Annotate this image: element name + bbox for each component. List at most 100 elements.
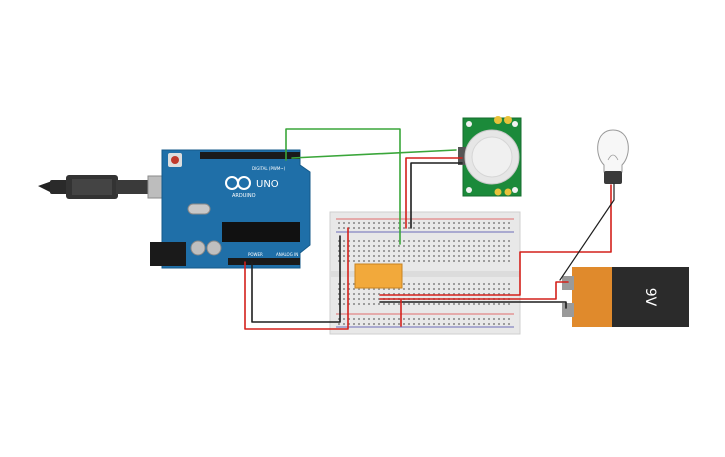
breadboard-hole[interactable] [498, 260, 500, 262]
breadboard-hole[interactable] [458, 245, 460, 247]
breadboard-hole[interactable] [363, 323, 365, 325]
breadboard-hole[interactable] [398, 288, 400, 290]
breadboard-hole[interactable] [348, 222, 350, 224]
breadboard-hole[interactable] [383, 227, 385, 229]
breadboard-hole[interactable] [378, 298, 380, 300]
breadboard-hole[interactable] [403, 283, 405, 285]
breadboard-hole[interactable] [463, 288, 465, 290]
breadboard-hole[interactable] [453, 260, 455, 262]
reset-button-cap[interactable] [171, 156, 179, 164]
breadboard-hole[interactable] [358, 298, 360, 300]
breadboard-hole[interactable] [373, 303, 375, 305]
breadboard-hole[interactable] [343, 318, 345, 320]
breadboard-hole[interactable] [408, 323, 410, 325]
breadboard-hole[interactable] [493, 318, 495, 320]
breadboard-hole[interactable] [388, 318, 390, 320]
pir-potentiometer[interactable] [494, 116, 502, 124]
breadboard-hole[interactable] [448, 303, 450, 305]
breadboard-hole[interactable] [413, 222, 415, 224]
breadboard-hole[interactable] [453, 255, 455, 257]
breadboard-hole[interactable] [463, 222, 465, 224]
breadboard-hole[interactable] [353, 222, 355, 224]
breadboard-hole[interactable] [353, 323, 355, 325]
breadboard-hole[interactable] [393, 318, 395, 320]
breadboard-hole[interactable] [378, 288, 380, 290]
breadboard-hole[interactable] [503, 240, 505, 242]
breadboard-hole[interactable] [403, 245, 405, 247]
breadboard-hole[interactable] [418, 260, 420, 262]
breadboard-hole[interactable] [343, 255, 345, 257]
breadboard-hole[interactable] [348, 323, 350, 325]
breadboard-hole[interactable] [343, 260, 345, 262]
breadboard-hole[interactable] [478, 245, 480, 247]
breadboard-hole[interactable] [348, 255, 350, 257]
breadboard-hole[interactable] [373, 222, 375, 224]
breadboard-hole[interactable] [413, 245, 415, 247]
breadboard-hole[interactable] [428, 293, 430, 295]
breadboard-hole[interactable] [378, 260, 380, 262]
breadboard-hole[interactable] [388, 293, 390, 295]
breadboard-hole[interactable] [403, 250, 405, 252]
breadboard-hole[interactable] [448, 255, 450, 257]
breadboard-hole[interactable] [453, 318, 455, 320]
breadboard-hole[interactable] [498, 240, 500, 242]
breadboard-hole[interactable] [408, 255, 410, 257]
breadboard-hole[interactable] [488, 318, 490, 320]
breadboard-hole[interactable] [448, 222, 450, 224]
breadboard-hole[interactable] [348, 303, 350, 305]
breadboard-hole[interactable] [388, 255, 390, 257]
breadboard-hole[interactable] [378, 255, 380, 257]
breadboard-hole[interactable] [418, 250, 420, 252]
breadboard-hole[interactable] [428, 303, 430, 305]
breadboard-hole[interactable] [383, 293, 385, 295]
breadboard-hole[interactable] [408, 283, 410, 285]
green-wire-digital-pin[interactable] [291, 149, 457, 159]
breadboard-hole[interactable] [468, 283, 470, 285]
breadboard-hole[interactable] [488, 283, 490, 285]
breadboard-hole[interactable] [348, 240, 350, 242]
breadboard-hole[interactable] [468, 250, 470, 252]
breadboard-hole[interactable] [408, 293, 410, 295]
breadboard-hole[interactable] [388, 245, 390, 247]
breadboard-hole[interactable] [338, 323, 340, 325]
breadboard-hole[interactable] [348, 293, 350, 295]
breadboard-hole[interactable] [383, 240, 385, 242]
breadboard-hole[interactable] [388, 303, 390, 305]
breadboard-hole[interactable] [478, 222, 480, 224]
breadboard-hole[interactable] [393, 323, 395, 325]
breadboard-hole[interactable] [473, 260, 475, 262]
breadboard-hole[interactable] [418, 255, 420, 257]
breadboard-hole[interactable] [413, 293, 415, 295]
breadboard-hole[interactable] [358, 245, 360, 247]
breadboard-hole[interactable] [428, 318, 430, 320]
breadboard-hole[interactable] [378, 318, 380, 320]
breadboard-hole[interactable] [463, 245, 465, 247]
breadboard-hole[interactable] [493, 288, 495, 290]
breadboard-hole[interactable] [413, 260, 415, 262]
breadboard-hole[interactable] [493, 222, 495, 224]
breadboard-hole[interactable] [478, 288, 480, 290]
breadboard-hole[interactable] [438, 227, 440, 229]
breadboard-hole[interactable] [348, 318, 350, 320]
power-analog-header[interactable] [228, 258, 300, 265]
breadboard-hole[interactable] [398, 245, 400, 247]
breadboard-hole[interactable] [363, 318, 365, 320]
breadboard-hole[interactable] [458, 250, 460, 252]
wires[interactable] [244, 128, 615, 330]
breadboard-hole[interactable] [358, 240, 360, 242]
breadboard-hole[interactable] [353, 293, 355, 295]
breadboard-hole[interactable] [418, 288, 420, 290]
breadboard-hole[interactable] [453, 250, 455, 252]
pir-jumper[interactable] [494, 188, 502, 196]
breadboard-hole[interactable] [443, 288, 445, 290]
breadboard-hole[interactable] [338, 288, 340, 290]
breadboard-hole[interactable] [343, 288, 345, 290]
breadboard-hole[interactable] [438, 260, 440, 262]
breadboard-hole[interactable] [398, 255, 400, 257]
breadboard-hole[interactable] [418, 293, 420, 295]
breadboard-hole[interactable] [398, 222, 400, 224]
breadboard-hole[interactable] [498, 303, 500, 305]
breadboard-hole[interactable] [503, 250, 505, 252]
breadboard-hole[interactable] [343, 323, 345, 325]
breadboard-hole[interactable] [368, 318, 370, 320]
